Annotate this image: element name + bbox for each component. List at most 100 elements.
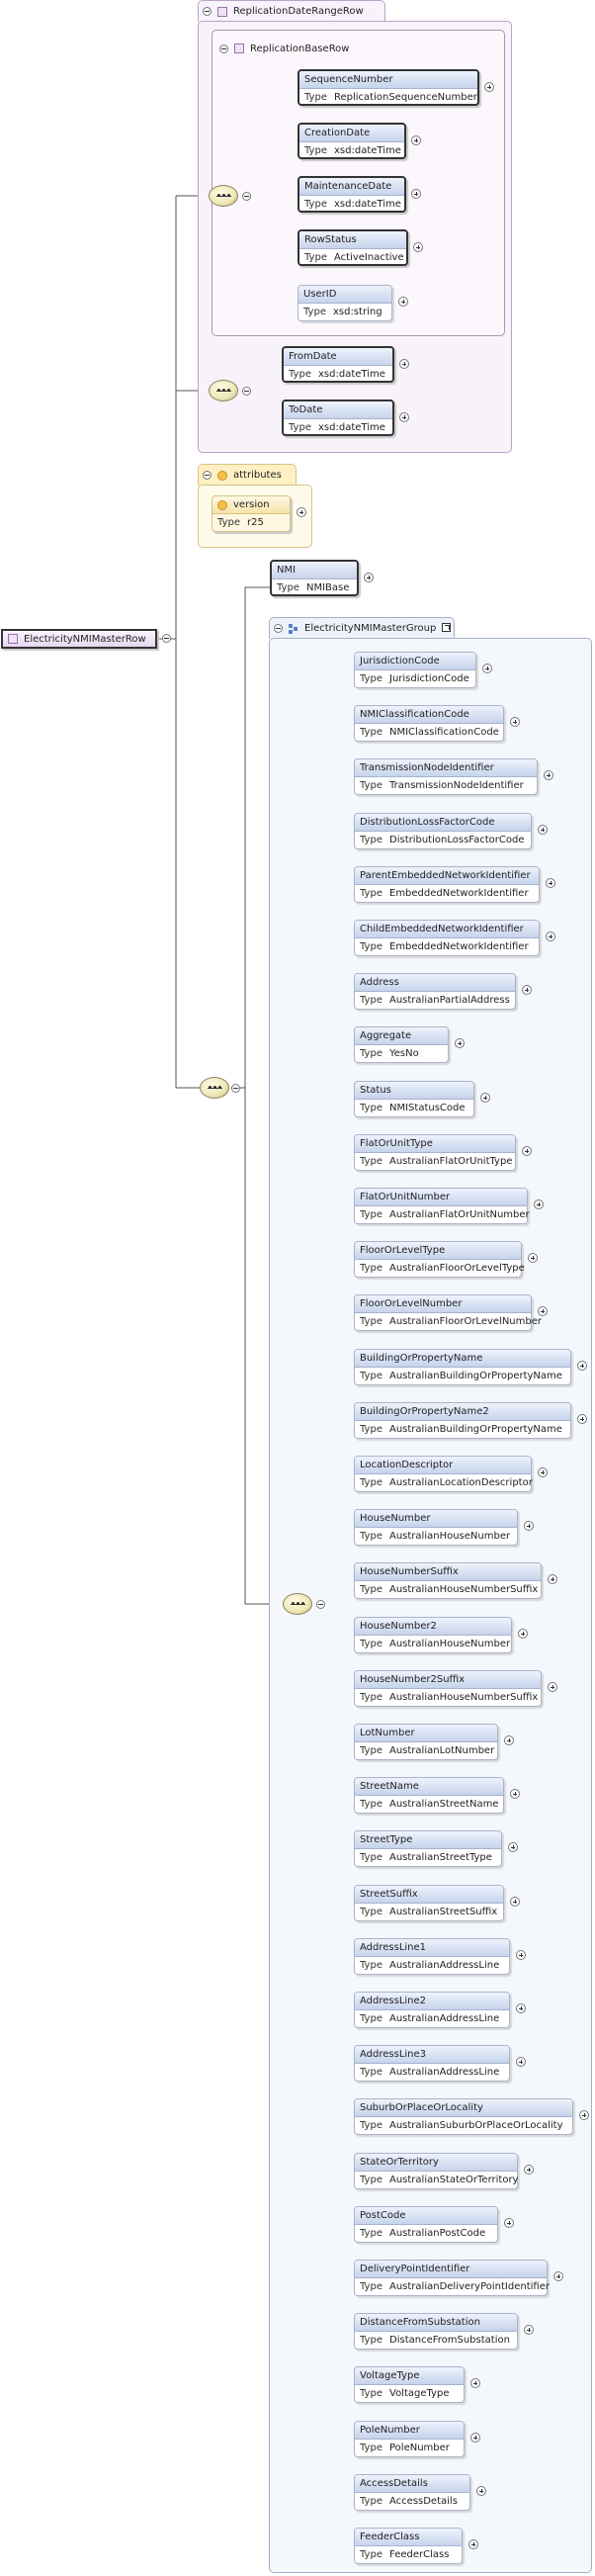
replication-base-header[interactable]: ReplicationBaseRow	[215, 38, 413, 59]
expand-icon[interactable]	[504, 1735, 514, 1745]
replication-date-range-header[interactable]: ReplicationDateRangeRow	[198, 0, 385, 22]
expand-icon[interactable]	[508, 1842, 518, 1852]
expand-icon[interactable]	[538, 1306, 548, 1316]
expand-icon[interactable]	[399, 359, 409, 369]
collapse-icon[interactable]	[274, 624, 283, 633]
collapse-icon[interactable]	[316, 1600, 325, 1609]
collapse-icon[interactable]	[219, 44, 228, 53]
expand-icon[interactable]	[504, 2218, 514, 2228]
expand-icon[interactable]	[577, 1414, 587, 1424]
expand-icon[interactable]	[534, 1199, 544, 1209]
expand-icon[interactable]	[411, 189, 421, 199]
expand-icon[interactable]	[411, 135, 421, 145]
collapse-icon[interactable]	[162, 634, 171, 643]
expand-icon[interactable]	[516, 2057, 526, 2067]
expand-icon[interactable]	[516, 2003, 526, 2013]
expand-icon[interactable]	[548, 1682, 557, 1692]
expand-icon[interactable]	[522, 985, 532, 995]
expand-icon[interactable]	[548, 1574, 557, 1584]
external-link-icon[interactable]	[442, 623, 451, 632]
expand-icon[interactable]	[510, 1789, 520, 1799]
expand-icon[interactable]	[577, 1361, 587, 1371]
expand-icon[interactable]	[544, 770, 553, 780]
expand-icon[interactable]	[524, 1521, 534, 1531]
expand-icon[interactable]	[476, 2486, 486, 2496]
root-element[interactable]: ElectricityNMIMasterRow	[1, 629, 157, 649]
expand-icon[interactable]	[470, 2433, 480, 2443]
expand-icon[interactable]	[538, 825, 548, 835]
expand-icon[interactable]	[528, 1253, 538, 1263]
expand-icon[interactable]	[524, 2325, 534, 2335]
expand-icon[interactable]	[522, 1146, 532, 1156]
expand-icon[interactable]	[398, 297, 408, 307]
collapse-icon[interactable]	[203, 7, 212, 16]
collapse-icon[interactable]	[231, 1084, 240, 1093]
expand-icon[interactable]	[538, 1467, 548, 1477]
expand-icon[interactable]	[510, 717, 520, 727]
expand-icon[interactable]	[518, 1629, 528, 1639]
expand-icon[interactable]	[399, 412, 409, 422]
expand-icon[interactable]	[482, 664, 492, 673]
expand-icon[interactable]	[470, 2378, 480, 2388]
expand-icon[interactable]	[546, 878, 555, 888]
expand-icon[interactable]	[484, 82, 494, 92]
expand-icon[interactable]	[297, 507, 306, 517]
attributes-header[interactable]: attributes	[198, 464, 297, 486]
collapse-icon[interactable]	[203, 471, 212, 480]
collapse-icon[interactable]	[242, 192, 251, 201]
expand-icon[interactable]	[524, 2165, 534, 2175]
expand-icon[interactable]	[579, 2110, 589, 2120]
expand-icon[interactable]	[510, 1897, 520, 1907]
collapse-icon[interactable]	[242, 387, 251, 396]
expand-icon[interactable]	[553, 2271, 563, 2281]
expand-icon[interactable]	[468, 2539, 478, 2549]
expand-icon[interactable]	[413, 242, 423, 252]
expand-icon[interactable]	[546, 932, 555, 941]
master-group-header[interactable]: ElectricityNMIMasterGroup	[269, 617, 455, 639]
